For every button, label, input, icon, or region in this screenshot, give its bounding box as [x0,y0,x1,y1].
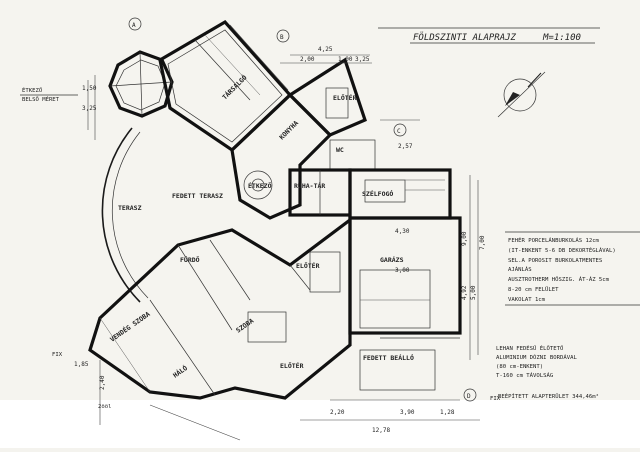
legend-line: VAKOLAT 1cm [508,297,546,303]
dim-value: 2,57 [398,143,413,150]
terrace-arc [101,127,141,303]
dim-value: 4,25 [318,46,333,53]
side-label: FIX [490,396,501,402]
axis-letter-c: C [397,128,401,135]
roof-note-line: (80 cm-ENKENT) [496,364,543,370]
dim-value: 1,00 [338,56,353,63]
roof-note-line: ALUMINIUM DÓZNI BORDÁVAL [496,354,577,361]
plan-title: FÖLDSZINTI ALAPRAJZ [413,32,517,43]
dim-value: 4,92 [461,285,468,300]
room-label: TERASZ [118,204,142,212]
room-label: ELŐTÉR [280,361,304,370]
dim-value: 3,00 [395,267,410,274]
axis-letter-a: A [132,22,136,29]
roof-note: LEHAN FEDÉSŰ ÉLŐTETŐ ALUMINIUM DÓZNI BOR… [496,344,599,400]
dim-value: 7,00 [479,235,486,250]
north-arrow-icon [497,71,546,118]
legend-block: FEHÉR PORCELÁNBURKOLÁS 12cm (IT-ENKENT 5… [505,231,640,306]
dim-value: 12,78 [372,427,390,434]
side-label: FIX [52,352,63,358]
grid-axis-letters: A B C D [128,17,477,402]
built-area-note: BEÉPÍTETT ALAPTERÜLET 344,46m² [498,392,599,400]
side-label: BELSŐ MÉRET [22,95,60,103]
dim-value: 3,25 [82,105,97,112]
roof-note-line: T-160 cm TÁVOLSÁG [496,372,554,379]
room-label: GARÁZS [380,255,404,264]
plan-scale: M=1:100 [542,33,581,43]
roof-note-line: LEHAN FEDÉSŰ ÉLŐTETŐ [496,344,564,352]
axis-letter-d: D [467,393,471,400]
dim-value: 2,40 [99,375,106,390]
legend-line: AJÁNLÁS [508,266,532,273]
wing-central [230,57,376,220]
room-label: ELŐTÉR [296,261,320,270]
paper-bottom-band [0,400,640,448]
room-label: FEDETT BEÁLLÓ [363,353,414,362]
room-label: RUHA-TÁR [294,181,325,190]
legend-line: SEL.A POROSIT BURKOLATMENTES [508,258,602,264]
dimension-lines [87,54,480,441]
title-block: FÖLDSZINTI ALAPRAJZ M=1:100 [378,27,600,44]
legend-line: FEHÉR PORCELÁNBURKOLÁS 12cm [508,236,600,244]
room-label: ÉTKEZŐ [248,181,272,190]
room-label: FEDETT TERASZ [172,192,223,200]
dim-value: 1,50 [82,85,97,92]
side-labels: ÉTKEZŐ BELSŐ MÉRET FIX FIX [20,86,501,402]
dim-value: 2,20 [330,409,345,416]
dimension-values: 4,25 2,00 1,00 3,25 2,57 7,00 3,00 9,00 … [74,46,486,434]
dim-value: 3,90 [400,409,415,416]
dim-value: 5,00 [470,285,477,300]
room-label: FÜRDŐ [180,255,200,264]
page-mark: 2ööl [98,404,111,410]
dim-value: 2,00 [300,56,315,63]
room-label: ELŐTÉR [333,93,357,102]
dim-value: 1,85 [74,361,89,368]
side-label: ÉTKEZŐ [22,86,43,94]
legend-line: 8-20 cm FELÜLET [508,286,559,293]
room-label: WC [336,146,344,154]
terrace-arc-inner [111,131,149,299]
dim-value: 3,25 [355,56,370,63]
covered-parking [359,349,436,391]
dim-value: 4,30 [395,228,410,235]
legend-line: (IT-ENKENT 5-6 DB DEKORTÉGLÁVAL) [508,246,616,254]
dim-value: 1,28 [440,409,455,416]
legend-line: AUSZTROTHERM HŐSZIG. ÁT-ÁZ 5cm [508,276,610,283]
axis-letter-b: B [280,34,284,41]
dining-table [243,170,273,200]
wing-bedrooms [88,216,352,400]
octagon-tower [108,50,174,118]
room-label: SZÉLFOGÓ [362,189,393,198]
dim-value: 9,00 [461,231,468,246]
